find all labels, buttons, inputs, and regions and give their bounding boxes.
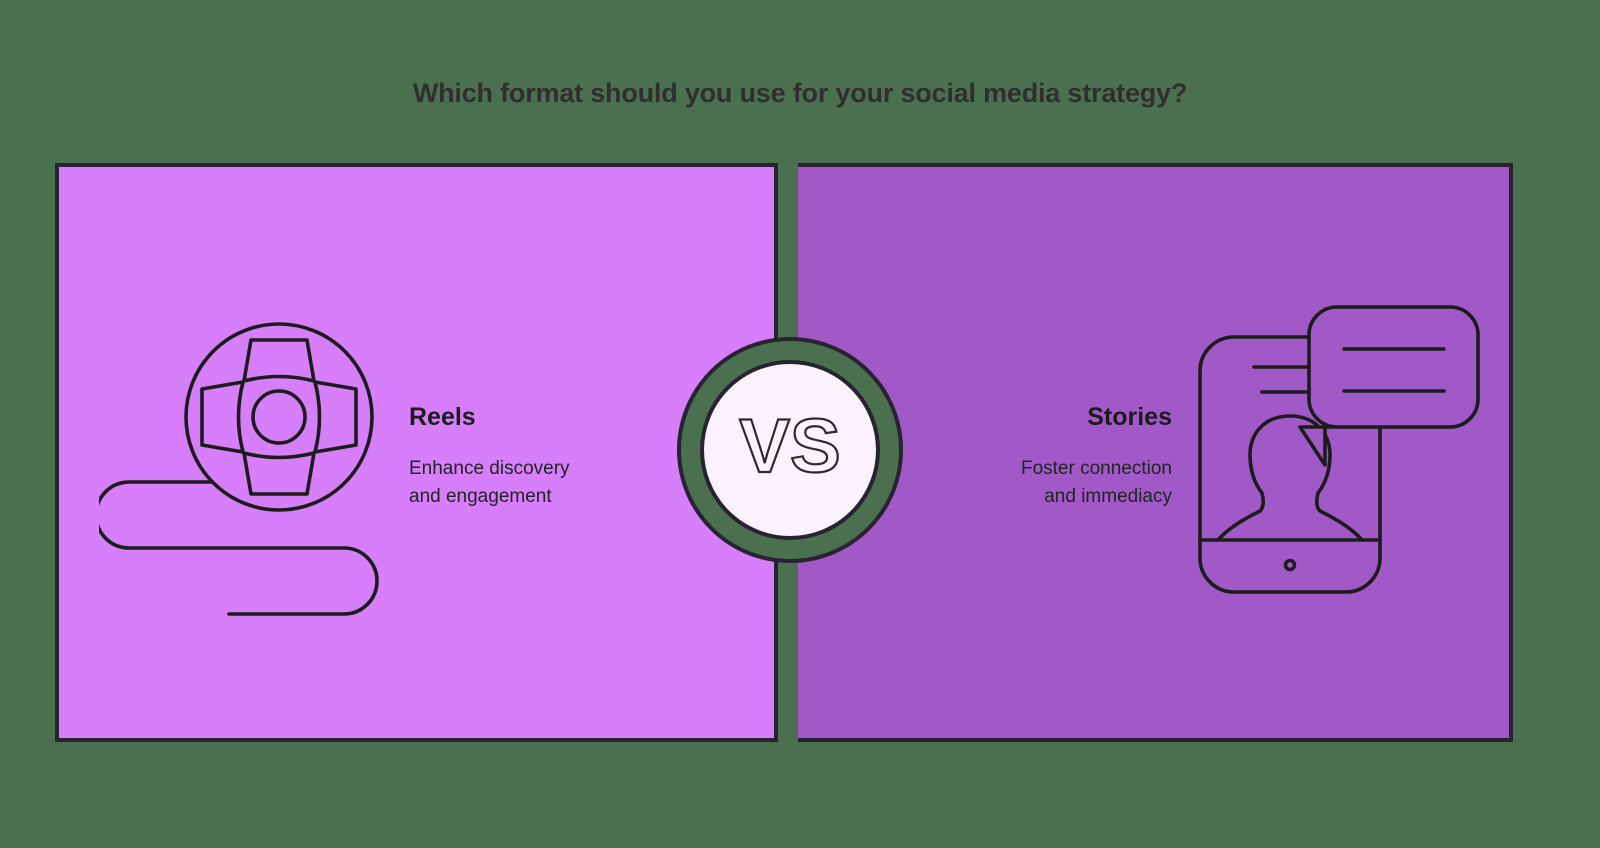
phone-chat-svg bbox=[1198, 304, 1480, 594]
panel-right-text: Stories Foster connection and immediacy bbox=[942, 403, 1172, 511]
description-line-1: Foster connection bbox=[1020, 457, 1172, 479]
comparison-panel-reels: Reels Enhance discovery and engagement bbox=[55, 163, 778, 742]
page-title: Which format should you use for your soc… bbox=[412, 78, 1188, 108]
format-description-reels: Enhance discovery and engagement bbox=[409, 455, 639, 511]
description-line-2: and engagement bbox=[409, 485, 552, 507]
comparison-panel-stories: Stories Foster connection and immediacy bbox=[793, 163, 1513, 742]
panel-right-content: Stories Foster connection and immediacy bbox=[797, 167, 1517, 746]
panel-left-content: Reels Enhance discovery and engagement bbox=[59, 167, 782, 746]
description-line-2: and immediacy bbox=[1044, 485, 1172, 507]
format-description-stories: Foster connection and immediacy bbox=[942, 455, 1172, 511]
film-reel-svg bbox=[94, 321, 379, 616]
versus-badge-svg bbox=[677, 337, 903, 563]
versus-badge bbox=[675, 335, 905, 565]
panel-left-text: Reels Enhance discovery and engagement bbox=[409, 403, 639, 511]
format-name-reels: Reels bbox=[409, 402, 476, 431]
format-name-stories: Stories bbox=[1087, 402, 1172, 431]
film-reel-icon bbox=[94, 297, 399, 617]
description-line-1: Enhance discovery bbox=[409, 457, 570, 479]
phone-chat-icon bbox=[1192, 297, 1492, 617]
